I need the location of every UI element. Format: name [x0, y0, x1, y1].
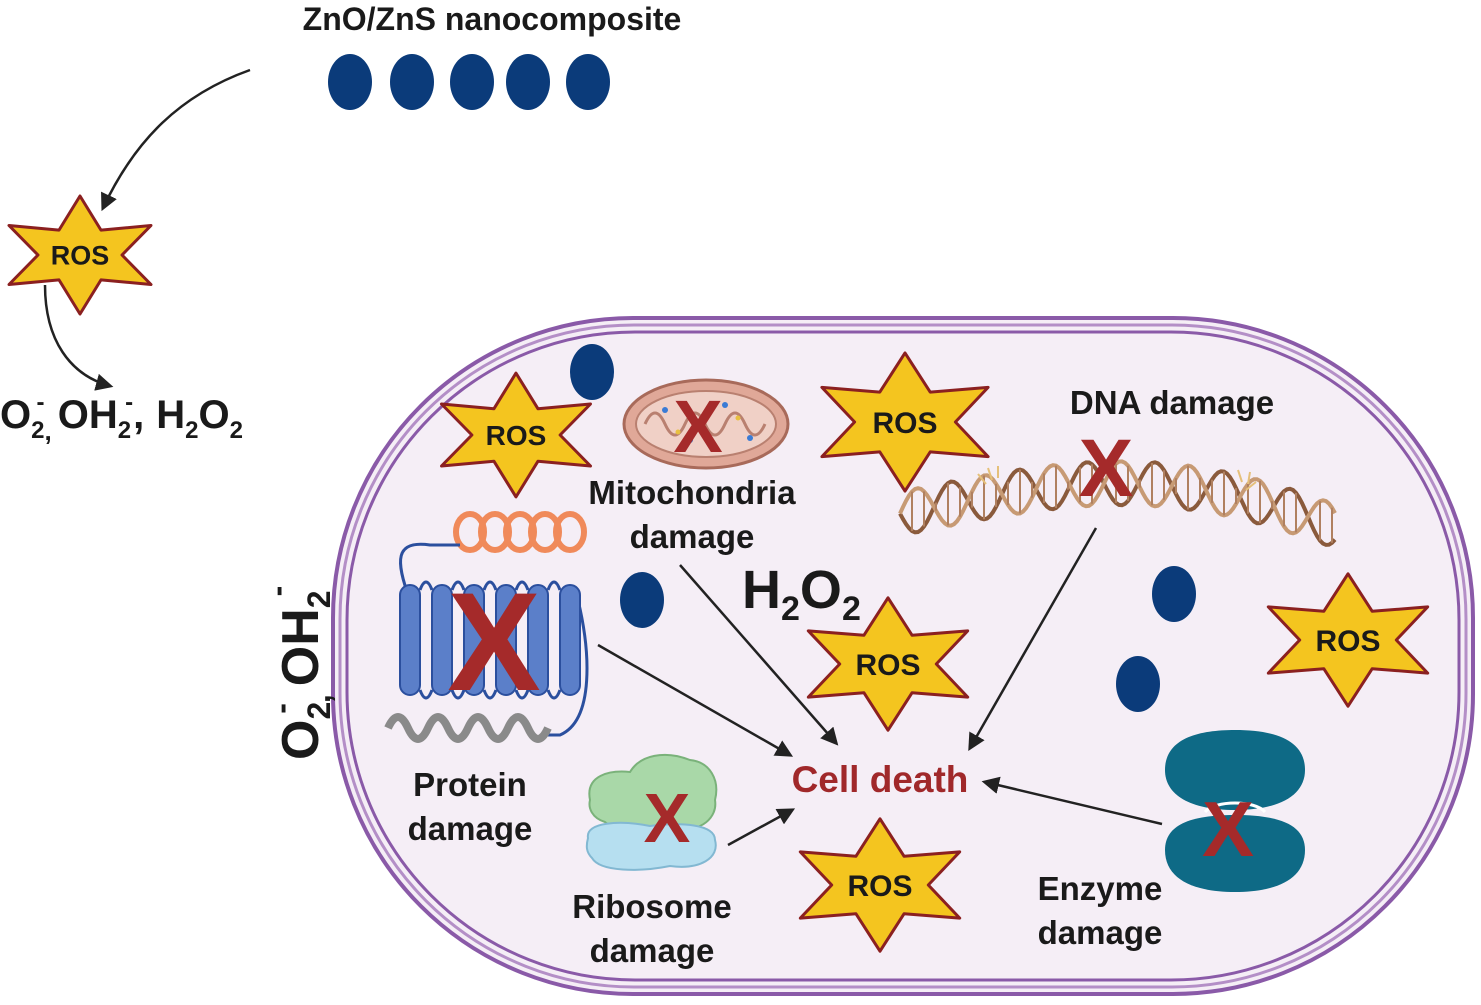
enzyme-damage-label: Enzyme	[1038, 870, 1163, 907]
ros-star-icon: ROS	[806, 596, 970, 732]
separator: ,	[301, 694, 337, 703]
inner-nanoparticles	[570, 344, 1196, 712]
o2-symbol: O	[0, 393, 31, 437]
svg-text:X: X	[644, 779, 691, 857]
arrow-icon	[101, 68, 251, 212]
nanocomposite-title: ZnO/ZnS nanocomposite	[303, 1, 682, 37]
arrow-icon	[727, 808, 796, 847]
ros-star-icon: ROS	[1266, 572, 1430, 708]
protein-damage-label: Protein	[413, 766, 527, 803]
oh-superscript: -	[259, 586, 295, 597]
inner-h2o2-label: H2O2	[742, 560, 861, 628]
oh-symbol: OH	[272, 608, 330, 686]
o2-subscript: 2	[301, 702, 337, 720]
ribosome-damage-label: Ribosome	[572, 888, 732, 925]
h2o2-subscript: 2	[842, 590, 861, 628]
nanoparticle-icon	[450, 54, 494, 110]
separator: ,	[44, 416, 51, 446]
nanoparticle-icon	[506, 54, 550, 110]
o-symbol: O	[800, 560, 842, 620]
ros-label: ROS	[855, 649, 920, 682]
mitochondria-damage-label-line2: damage	[630, 518, 755, 555]
oh-superscript: -	[125, 389, 133, 416]
cell-membrane-mid	[338, 323, 1468, 989]
separator: ,	[133, 393, 144, 437]
h2o2-subscript: 2	[230, 417, 243, 444]
ros-star-icon: ROS	[7, 194, 153, 316]
membrane-species-label: O2-,OH2-	[259, 586, 337, 760]
arrow-icon	[597, 643, 794, 757]
h2o2-h-symbol: H	[156, 393, 185, 437]
h2o2-o-symbol: O	[198, 393, 229, 437]
oh-symbol: OH	[58, 393, 118, 437]
cell-death-label: Cell death	[792, 759, 969, 800]
ros-label: ROS	[1315, 625, 1380, 658]
protein-icon	[384, 511, 589, 743]
enzyme-damage-label-line2: damage	[1038, 914, 1163, 951]
ros-label: ROS	[51, 241, 110, 271]
cell-death-arrows	[597, 527, 1163, 847]
nanoparticle-row	[328, 54, 610, 110]
o2-subscript: 2	[31, 417, 44, 444]
mitochondria-icon	[622, 378, 790, 470]
o2-superscript: -	[263, 703, 299, 714]
cell-membrane-inner	[345, 330, 1461, 982]
nanoparticle-icon	[566, 54, 610, 110]
oh-subscript: 2	[301, 590, 337, 608]
h-symbol: H	[742, 560, 781, 620]
arrow-icon	[968, 527, 1098, 752]
ribosome-icon	[585, 753, 718, 871]
ros-star-icon: ROS	[820, 351, 990, 493]
x-mark-icon: X	[1079, 423, 1134, 514]
ros-star-group: ROS ROS ROS ROS ROS ROS	[7, 194, 1430, 953]
x-mark-icon: X	[1202, 785, 1254, 873]
nanoparticle-icon	[570, 344, 614, 400]
arrow-icon	[679, 564, 839, 746]
arrow-icon	[981, 776, 1163, 826]
dna-icon	[898, 459, 1337, 547]
h2o2-subscript: 2	[185, 417, 198, 444]
ros-star-icon: ROS	[440, 371, 592, 499]
dna-damage-label: DNA damage	[1070, 384, 1274, 421]
nanoparticle-icon	[1152, 566, 1196, 622]
ros-label: ROS	[486, 420, 547, 451]
svg-text:X: X	[1202, 785, 1254, 873]
x-mark-icon: X	[673, 385, 722, 468]
arrow-icon	[43, 284, 114, 391]
nanoparticle-icon	[328, 54, 372, 110]
o2-symbol: O	[272, 720, 330, 760]
oh-subscript: 2	[118, 417, 131, 444]
x-mark-icon: X	[447, 563, 540, 720]
protein-damage-label-line2: damage	[408, 810, 533, 847]
svg-text:O2-,OH2-: O2-,OH2-	[259, 586, 337, 760]
nanoparticle-icon	[1116, 656, 1160, 712]
svg-text:X: X	[447, 563, 540, 720]
mitochondria-damage-label: Mitochondria	[588, 474, 796, 511]
svg-text:X: X	[1079, 423, 1134, 514]
ribosome-damage-label-line2: damage	[590, 932, 715, 969]
o2-superscript: -	[36, 389, 44, 416]
svg-text:X: X	[673, 385, 722, 468]
nanoparticle-icon	[390, 54, 434, 110]
h2o2-subscript: 2	[781, 590, 800, 628]
enzyme-icon	[1165, 730, 1305, 892]
x-mark-icon: X	[644, 779, 691, 857]
ros-label: ROS	[872, 407, 937, 440]
ros-star-icon: ROS	[798, 817, 962, 953]
outside-species-label: O2-,OH2-,H2O2	[0, 389, 243, 446]
nanoparticle-icon	[620, 572, 664, 628]
ros-label: ROS	[847, 870, 912, 903]
